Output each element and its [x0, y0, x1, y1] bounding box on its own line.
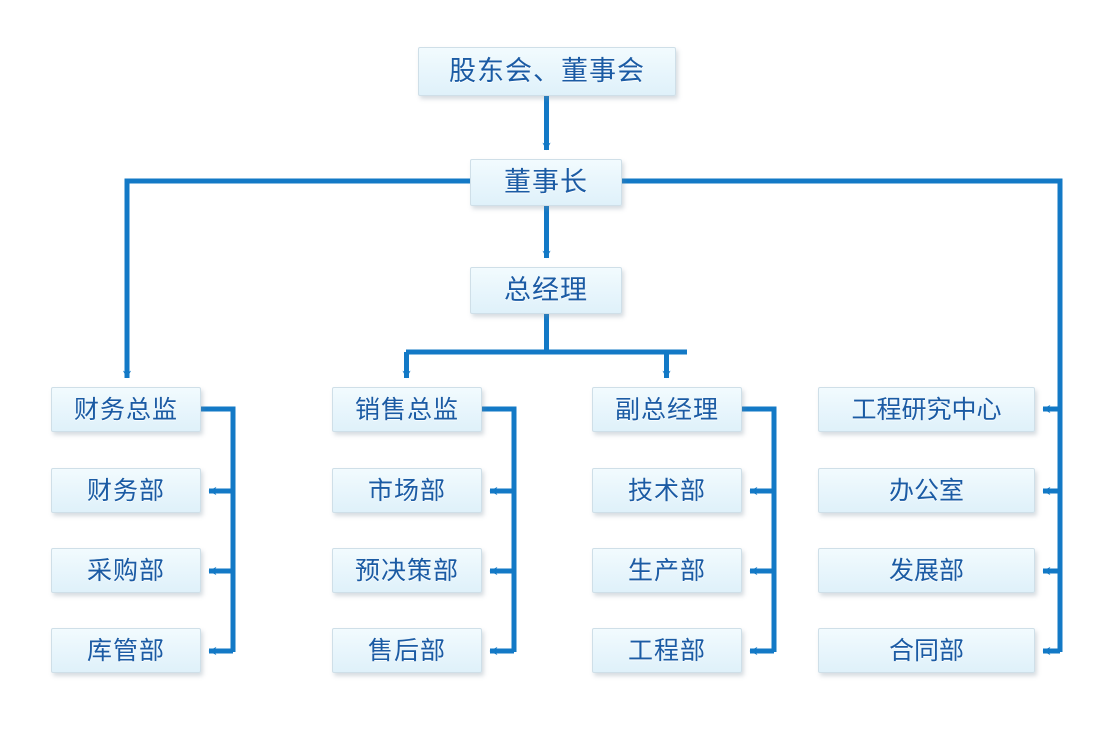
- edge-cfo-bus: [201, 406, 236, 652]
- edge-vicegm-bus: [742, 406, 777, 652]
- node-market[interactable]: 市场部: [332, 468, 482, 513]
- node-finance[interactable]: 财务部: [51, 468, 201, 513]
- node-tech[interactable]: 技术部: [592, 468, 742, 513]
- node-sales-dir[interactable]: 销售总监: [332, 387, 482, 432]
- node-engineer[interactable]: 工程部: [592, 628, 742, 673]
- node-erc[interactable]: 工程研究中心: [818, 387, 1035, 432]
- node-warehouse[interactable]: 库管部: [51, 628, 201, 673]
- node-aftersale[interactable]: 售后部: [332, 628, 482, 673]
- edge-sales-bus: [482, 406, 517, 652]
- node-production[interactable]: 生产部: [592, 548, 742, 593]
- node-purchase[interactable]: 采购部: [51, 548, 201, 593]
- node-vice-gm[interactable]: 副总经理: [592, 387, 742, 432]
- node-develop[interactable]: 发展部: [818, 548, 1035, 593]
- node-office[interactable]: 办公室: [818, 468, 1035, 513]
- node-planning[interactable]: 预决策部: [332, 548, 482, 593]
- edge-chairman-to-cfo: [122, 178, 470, 379]
- node-gm[interactable]: 总经理: [470, 267, 622, 314]
- node-board[interactable]: 股东会、董事会: [418, 47, 676, 96]
- node-contract[interactable]: 合同部: [818, 628, 1035, 673]
- node-chairman[interactable]: 董事长: [470, 159, 622, 206]
- node-cfo[interactable]: 财务总监: [51, 387, 201, 432]
